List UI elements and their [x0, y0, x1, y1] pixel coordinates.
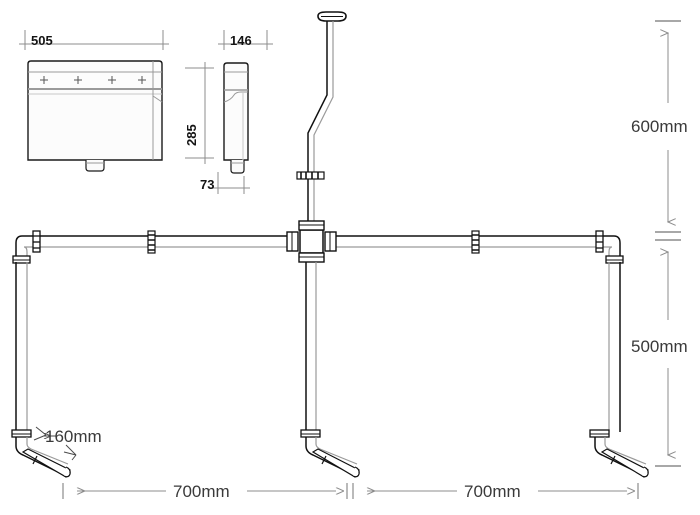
label-285: 285: [184, 124, 199, 146]
cistern-body-outline: [27, 60, 163, 161]
left-angled-spreader-outlet: [11, 429, 71, 478]
cistern-front-outlet: [85, 160, 105, 172]
label-700mm-left: 700mm: [173, 482, 230, 501]
dimension-505: [19, 30, 169, 50]
label-500mm: 500mm: [631, 337, 688, 356]
cistern-fixing-marks: [40, 76, 146, 84]
right-90-degree-elbow: [595, 230, 624, 264]
dimension-500mm: [655, 239, 681, 467]
riser-bracket-clamp: [296, 171, 325, 180]
dimension-146: [218, 30, 273, 50]
dimension-700mm-right: [352, 483, 639, 499]
pipework-assembly: [11, 11, 649, 478]
cistern-side-view-group: [185, 30, 273, 194]
pipe-end-cap-icon: [317, 11, 347, 22]
manifold-bracket-left: [147, 230, 156, 254]
label-600mm: 600mm: [631, 117, 688, 136]
cistern-front-view-group: [19, 30, 169, 172]
left-90-degree-elbow: [12, 230, 41, 264]
dimension-285: [185, 62, 214, 164]
cistern-side-inner-contour: [223, 91, 248, 103]
cistern-side-outlet: [230, 160, 245, 174]
riser-pipe-right-edge: [313, 21, 334, 232]
label-160mm: 160mm: [45, 427, 102, 446]
right-angled-spreader-outlet: [589, 429, 649, 478]
cistern-side-outline: [223, 62, 249, 161]
label-146: 146: [230, 33, 252, 48]
label-700mm-right: 700mm: [464, 482, 521, 501]
dimension-160mm-leader: [33, 426, 77, 461]
riser-pipe-left-edge: [307, 21, 328, 232]
dimension-73: [212, 172, 250, 194]
centre-angled-spreader-outlet: [300, 429, 360, 478]
manifold-bracket-right: [471, 230, 480, 254]
dimension-600mm: [655, 20, 681, 233]
four-way-cross-junction: [286, 220, 337, 263]
dimension-700mm-left: [62, 483, 348, 499]
label-73: 73: [200, 177, 214, 192]
label-505: 505: [31, 33, 53, 48]
